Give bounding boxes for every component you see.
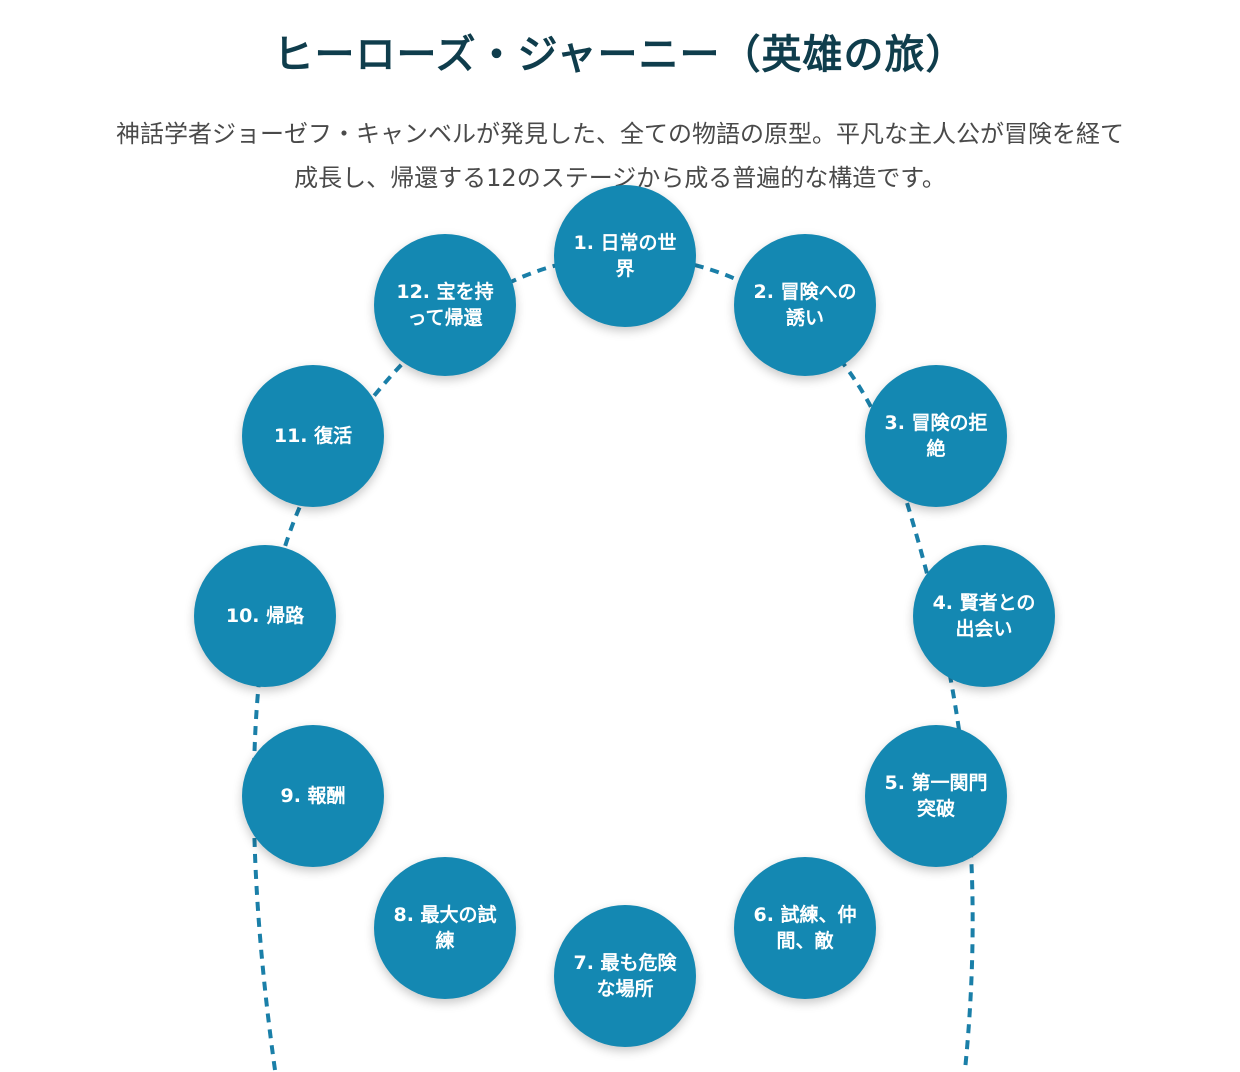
stage-node-6: 6. 試練、仲間、敵 [734,857,876,999]
stage-node-10: 10. 帰路 [194,545,336,687]
stage-label-1: 1. 日常の世界 [573,232,677,280]
stage-label-4: 4. 賢者との出会い [932,592,1036,640]
stage-node-4: 4. 賢者との出会い [913,545,1055,687]
stage-label-2: 2. 冒険への誘い [753,281,857,329]
stage-node-2: 2. 冒険への誘い [734,234,876,376]
stage-label-5: 5. 第一関門突破 [884,772,988,820]
stage-node-3: 3. 冒険の拒絶 [865,365,1007,507]
stage-label-7: 7. 最も危険な場所 [573,952,677,1000]
stage-node-5: 5. 第一関門突破 [865,725,1007,867]
stage-node-1: 1. 日常の世界 [554,185,696,327]
stage-node-7: 7. 最も危険な場所 [554,905,696,1047]
page-subtitle: 神話学者ジョーゼフ・キャンベルが発見した、全ての物語の原型。平凡な主人公が冒険を… [10,112,1230,200]
stage-node-9: 9. 報酬 [242,725,384,867]
stage-label-11: 11. 復活 [273,425,353,447]
stage-label-3: 3. 冒険の拒絶 [884,412,988,460]
stage-node-11: 11. 復活 [242,365,384,507]
stage-label-8: 8. 最大の試練 [393,904,497,952]
stage-node-8: 8. 最大の試練 [374,857,516,999]
subtitle-line-1: 神話学者ジョーゼフ・キャンベルが発見した、全ての物語の原型。平凡な主人公が冒険を… [116,120,1124,148]
stage-node-12: 12. 宝を持って帰還 [374,234,516,376]
stage-label-12: 12. 宝を持って帰還 [396,281,494,329]
stage-label-9: 9. 報酬 [280,785,346,807]
stage-label-10: 10. 帰路 [225,605,305,627]
page-title: ヒーローズ・ジャーニー（英雄の旅） [273,32,967,78]
stage-label-6: 6. 試練、仲間、敵 [753,904,857,952]
